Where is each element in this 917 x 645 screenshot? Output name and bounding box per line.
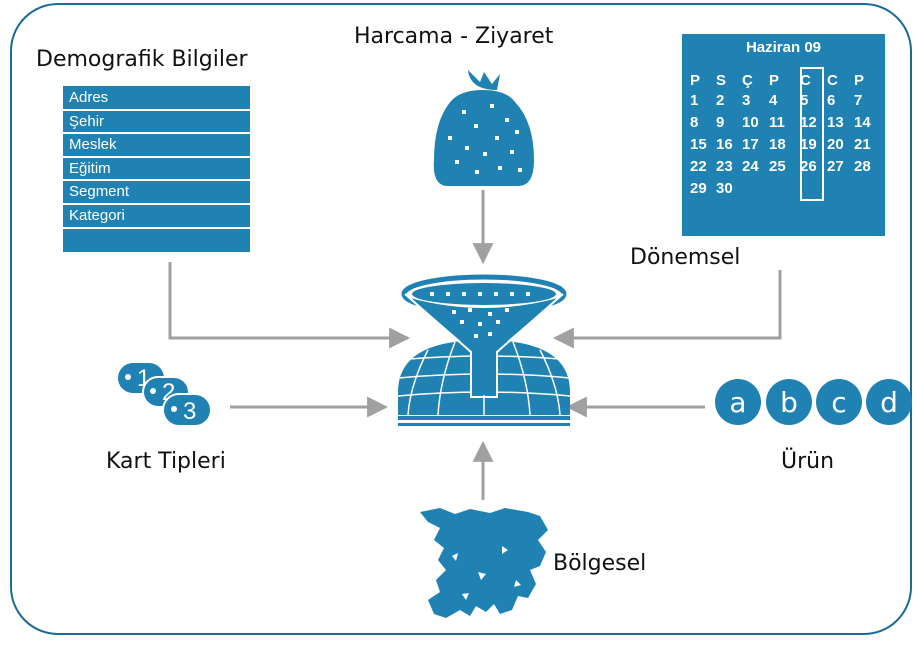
calendar-day: 1 [690, 92, 699, 109]
calendar-day: 3 [742, 92, 751, 109]
demographics-item: Adres [63, 87, 250, 111]
calendar-day: 2 [716, 92, 725, 109]
calendar-day: 25 [769, 158, 786, 175]
money-bag-icon [433, 70, 534, 186]
calendar-title: Haziran 09 [745, 39, 822, 56]
calendar-highlight-column [800, 67, 824, 201]
calendar-day: 24 [742, 158, 759, 175]
calendar-day: 8 [690, 114, 699, 131]
products-icon: a b c d [715, 379, 912, 425]
calendar-day: 28 [854, 158, 871, 175]
calendar-day: 13 [827, 114, 844, 131]
demographics-item: Şehir [63, 111, 250, 135]
calendar-weekday: C [827, 72, 838, 89]
calendar-day: 14 [854, 114, 871, 131]
calendar-day: 12 [800, 114, 817, 131]
card-label-3: 3 [183, 398, 196, 425]
calendar-day: 7 [854, 92, 863, 109]
calendar-weekday: P [854, 72, 865, 89]
product-b: b [780, 386, 798, 419]
calendar-day: 26 [800, 158, 817, 175]
label-bolgesel: Bölgesel [553, 551, 647, 576]
label-harcama: Harcama - Ziyaret [354, 24, 554, 49]
calendar-day: 23 [716, 158, 733, 175]
diagram-frame [10, 3, 912, 635]
demographics-item: Meslek [63, 134, 250, 158]
product-c: c [831, 386, 846, 419]
calendar-day: 4 [769, 92, 778, 109]
funnel-globe-icon [398, 274, 570, 426]
calendar-day: 21 [854, 136, 871, 153]
card-types-icon: 1 2 3 [118, 363, 212, 427]
calendar-day: 11 [769, 114, 785, 131]
calendar-day: 5 [800, 92, 809, 109]
calendar-weekday: Ç [742, 72, 753, 89]
calendar-day: 18 [769, 136, 786, 153]
label-donemsel: Dönemsel [630, 245, 741, 270]
arrows [168, 190, 782, 500]
demographics-item: Eğitim [63, 158, 250, 182]
calendar-day: 27 [827, 158, 844, 175]
funnel-icon [401, 274, 567, 398]
calendar-weekday: P [769, 72, 780, 89]
calendar-day: 22 [690, 158, 707, 175]
label-demografik: Demografik Bilgiler [36, 47, 248, 72]
product-d: d [880, 386, 898, 419]
calendar-day: 9 [716, 114, 725, 131]
calendar-weekday: C [800, 72, 811, 89]
region-map-icon [420, 508, 548, 618]
calendar-day: 30 [716, 180, 733, 197]
demographics-item: Segment [63, 181, 250, 205]
product-a: a [729, 386, 746, 419]
card-bubble-3: 3 [162, 393, 212, 427]
calendar-day: 17 [742, 136, 759, 153]
arrow-donemsel [552, 270, 782, 349]
calendar-day: 20 [827, 136, 844, 153]
calendar-day: 16 [716, 136, 733, 153]
calendar-weekday: P [690, 72, 701, 89]
arrow-demografik [168, 262, 411, 349]
label-urun: Ürün [781, 449, 835, 474]
calendar-day: 29 [690, 180, 707, 197]
calendar-weekday: S [716, 72, 727, 89]
calendar-day: 10 [742, 114, 759, 131]
calendar-day: 15 [690, 136, 707, 153]
demographics-item: Kategori [63, 205, 250, 229]
calendar-day: 6 [827, 92, 836, 109]
label-kart-tipleri: Kart Tipleri [106, 449, 226, 474]
calendar-day: 19 [800, 136, 817, 153]
